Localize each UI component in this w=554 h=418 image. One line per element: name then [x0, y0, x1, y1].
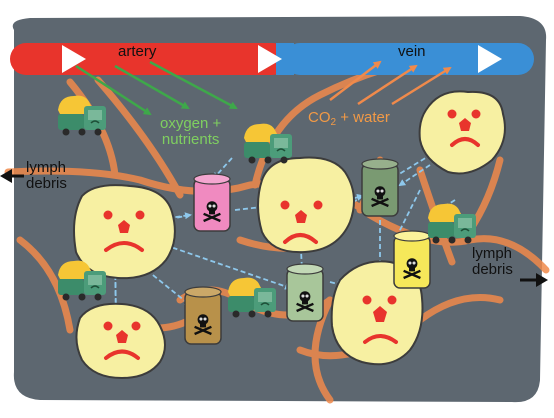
- delivery-truck-icon: [244, 123, 292, 164]
- vein-label: vein: [398, 43, 426, 60]
- skull-canister-icon: [286, 263, 324, 322]
- delivery-truck-icon: [58, 95, 106, 136]
- sad-face-cell-icon: [75, 302, 166, 380]
- oxygen-label-line2: nutrients: [161, 130, 220, 148]
- flow-arrow-icon: [478, 45, 502, 73]
- lymph-left-line2: debris: [26, 174, 67, 192]
- lymph-debris-left-label: lymph debris: [26, 160, 67, 192]
- lymph-right-line1: lymph: [472, 245, 513, 262]
- lymph-right-line2: debris: [472, 260, 513, 278]
- sad-face-cell-icon: [257, 156, 355, 254]
- oxygen-label-line1: oxygen +: [160, 115, 222, 132]
- delivery-truck-icon: [228, 277, 276, 318]
- artery-label: artery: [118, 43, 157, 60]
- skull-canister-icon: [193, 173, 231, 232]
- co2-arrows: [329, 60, 452, 106]
- oxygen-arrows: [75, 60, 238, 116]
- sad-face-cell-icon: [73, 184, 176, 280]
- vein-vessel: [284, 43, 534, 75]
- skull-canister-icon: [184, 286, 222, 345]
- skull-canister-icon: [361, 158, 399, 217]
- lymph-debris-right-label: lymph debris: [472, 246, 513, 278]
- delivery-truck-icon: [58, 260, 106, 301]
- co2-label-prefix: CO: [308, 109, 331, 126]
- flow-arrow-icon: [258, 45, 282, 73]
- sad-face-cell-icon: [418, 90, 506, 175]
- oxygen-nutrients-label: oxygen + nutrients: [160, 116, 221, 148]
- lymph-left-line1: lymph: [26, 159, 67, 176]
- lymph-arrows: [0, 169, 548, 287]
- delivery-truck-icon: [428, 203, 476, 244]
- skull-canister-icon: [393, 230, 431, 289]
- co2-label-subscript: 2: [330, 117, 337, 128]
- flow-arrow-icon: [62, 45, 86, 73]
- co2-label-suffix: + water: [336, 109, 390, 126]
- co2-water-label: CO2 + water: [308, 110, 390, 129]
